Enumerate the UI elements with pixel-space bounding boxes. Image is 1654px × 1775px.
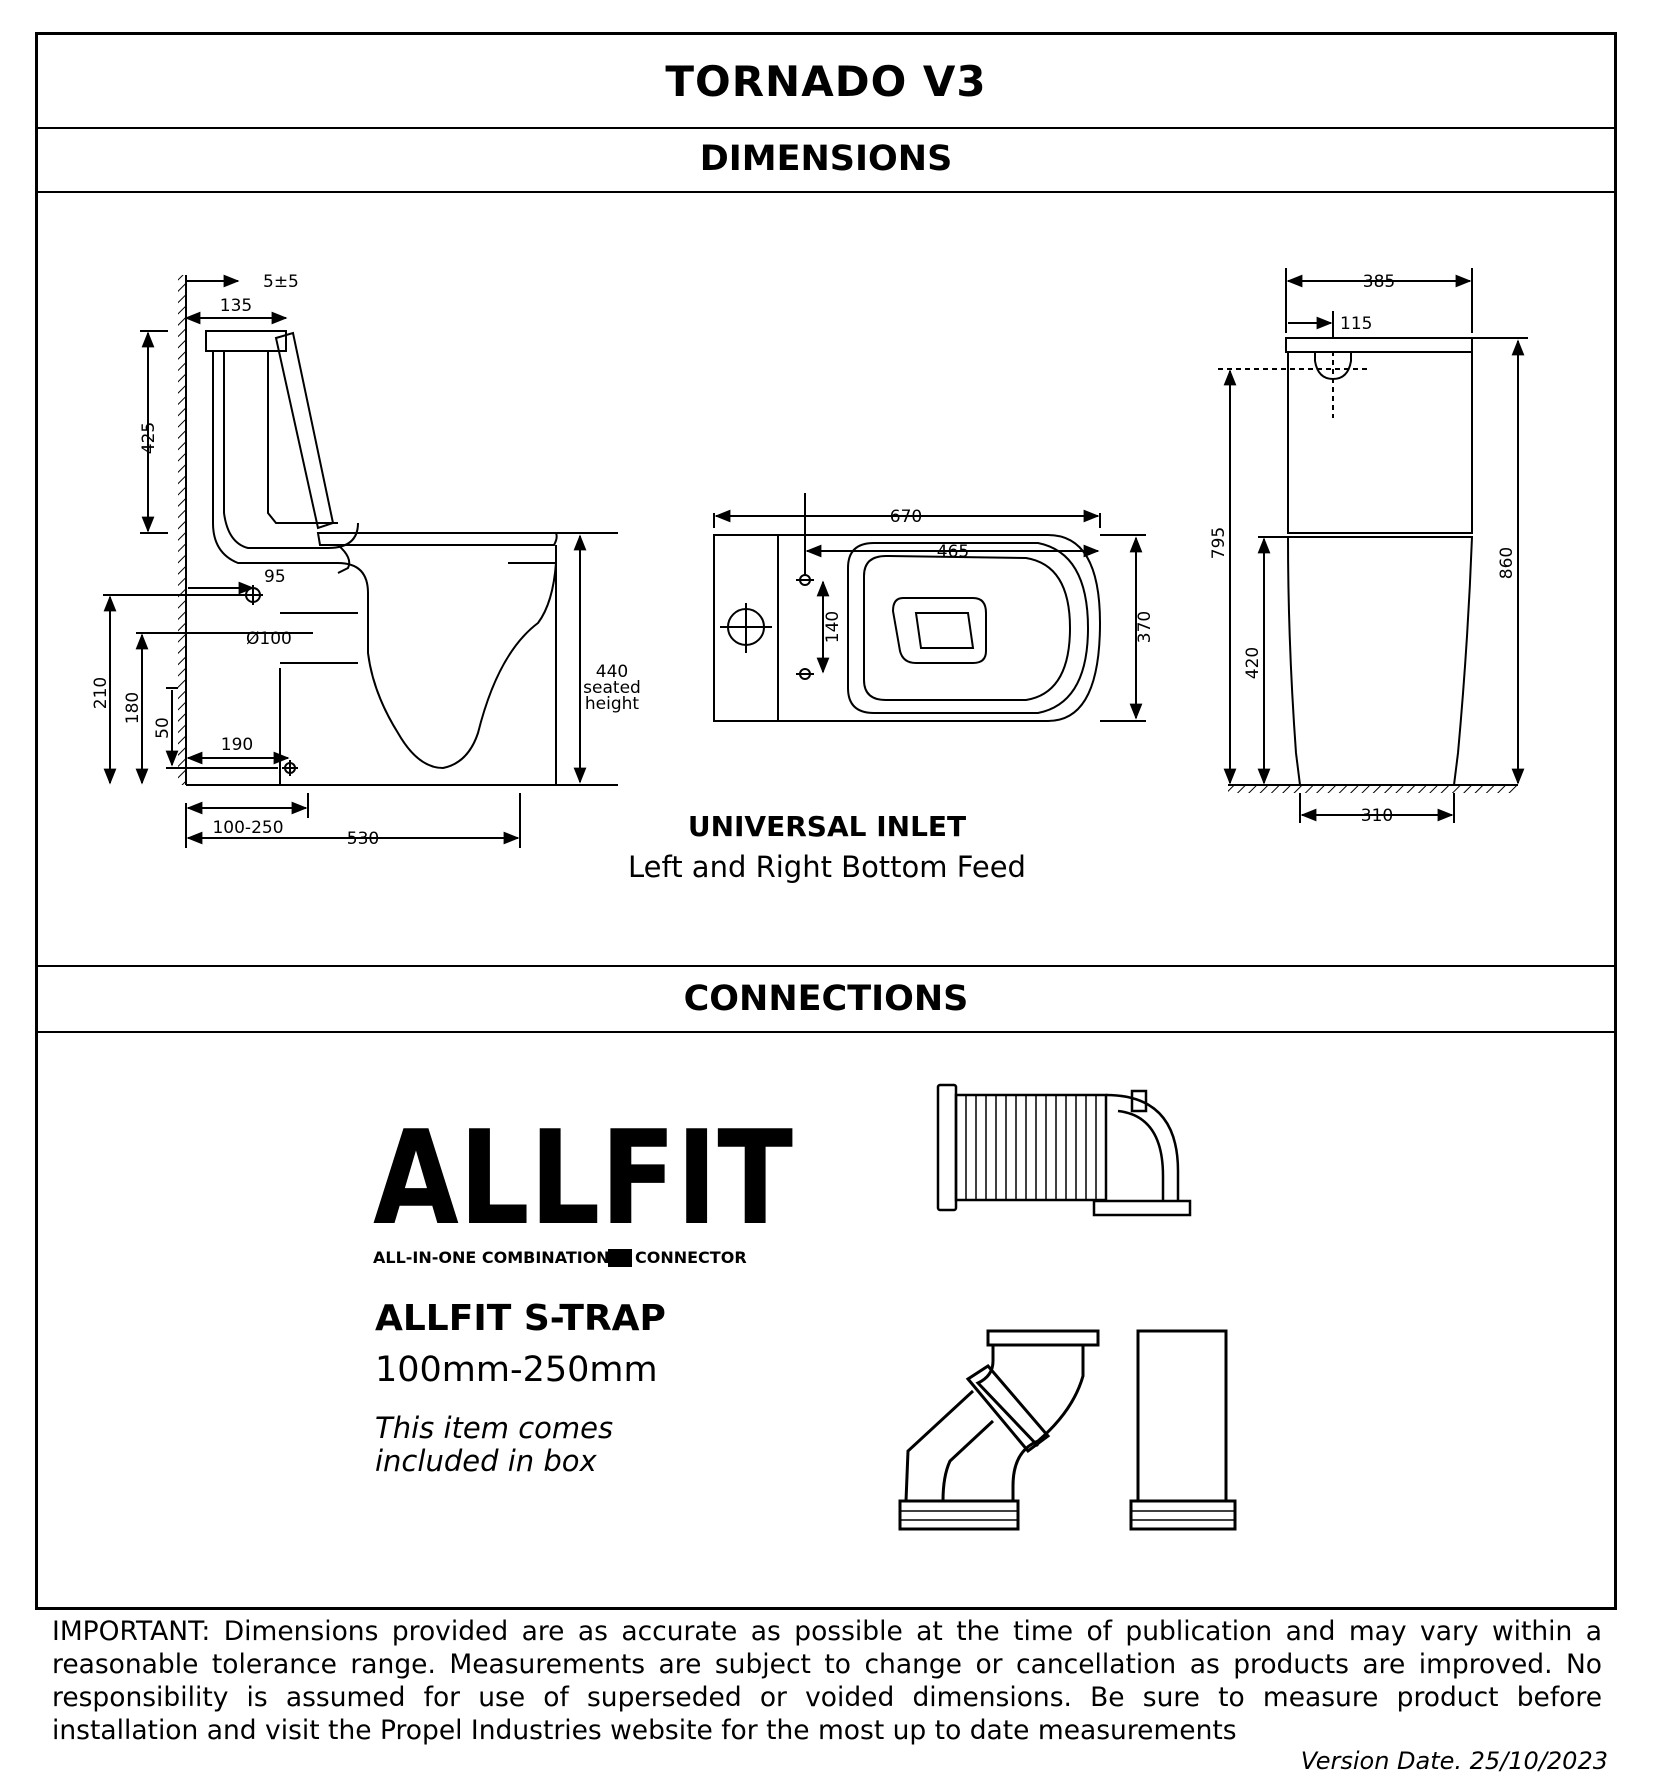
- disclaimer-text: Dimensions provided are as accurate as p…: [52, 1616, 1602, 1746]
- dim-115: 115: [1340, 314, 1372, 334]
- dim-530: 530: [347, 829, 379, 849]
- dim-180: 180: [123, 692, 143, 724]
- side-view: [103, 274, 618, 848]
- disclaimer: IMPORTANT: Dimensions provided are as ac…: [52, 1615, 1602, 1747]
- dim-seated: seated: [583, 678, 641, 698]
- straight-connector-icon: [1129, 1329, 1237, 1531]
- connections-area: ALLFIT ALL-IN-ONE COMBINATION CONNECTOR: [38, 1031, 1614, 1607]
- dimension-drawings: 5±5 135 425 95 210 180 50 Ø100 190 440 s…: [38, 193, 1614, 963]
- logo-tagline-left: ALL-IN-ONE COMBINATION: [373, 1248, 610, 1267]
- side-view-labels: 5±5 135 425 95 210 180 50 Ø100 190 440 s…: [91, 272, 641, 849]
- allfit-logo: ALLFIT ALL-IN-ONE COMBINATION CONNECTOR: [373, 1102, 793, 1267]
- dim-440: 440: [596, 662, 628, 682]
- connector-name: ALLFIT S-TRAP: [375, 1298, 666, 1339]
- dim-140: 140: [823, 611, 843, 643]
- product-title: TORNADO V3: [38, 35, 1614, 129]
- dim-670: 670: [890, 507, 922, 527]
- connector-note: This item comes included in box: [375, 1411, 614, 1478]
- inlet-subtitle: Left and Right Bottom Feed: [628, 850, 1026, 884]
- front-view-labels: 385 115 795 420 860 310: [1209, 272, 1517, 826]
- dim-465: 465: [937, 542, 969, 562]
- dim-425: 425: [139, 422, 159, 454]
- top-view: [713, 493, 1146, 722]
- connector-illustrations: ALLFIT ALL-IN-ONE COMBINATION CONNECTOR: [373, 1083, 1237, 1531]
- front-view: [1218, 268, 1528, 823]
- s-trap-connector-icon: [898, 1329, 1100, 1531]
- logo-wordmark: ALLFIT: [373, 1102, 793, 1254]
- dim-95: 95: [264, 567, 286, 587]
- dim-height: height: [585, 694, 640, 714]
- disclaimer-label: IMPORTANT:: [52, 1616, 211, 1647]
- technical-drawing: 5±5 135 425 95 210 180 50 Ø100 190 440 s…: [91, 268, 1528, 849]
- top-view-labels: 670 465 140 370: [823, 507, 1155, 643]
- dim-385: 385: [1363, 272, 1395, 292]
- connector-range: 100mm-250mm: [375, 1350, 658, 1390]
- dim-210: 210: [91, 677, 111, 709]
- logo-tagline-right: CONNECTOR: [635, 1248, 747, 1267]
- version-date: Version Date. 25/10/2023: [1300, 1747, 1608, 1775]
- dim-310: 310: [1361, 806, 1393, 826]
- dimensions-heading: DIMENSIONS: [38, 127, 1614, 193]
- corrugated-pan-connector-icon: [936, 1083, 1192, 1217]
- dim-5pm5: 5±5: [263, 272, 299, 292]
- dim-100-250: 100-250: [212, 818, 283, 838]
- spec-sheet-frame: TORNADO V3 DIMENSIONS: [35, 32, 1617, 1610]
- dim-135: 135: [220, 296, 252, 316]
- dim-795: 795: [1209, 527, 1229, 559]
- connections-heading: CONNECTIONS: [38, 965, 1614, 1033]
- dim-dia-100: Ø100: [246, 629, 292, 649]
- dim-860: 860: [1497, 547, 1517, 579]
- dim-50: 50: [153, 717, 173, 739]
- dim-420: 420: [1243, 647, 1263, 679]
- dim-370: 370: [1135, 611, 1155, 643]
- dim-190: 190: [221, 735, 253, 755]
- inlet-title: UNIVERSAL INLET: [687, 810, 967, 843]
